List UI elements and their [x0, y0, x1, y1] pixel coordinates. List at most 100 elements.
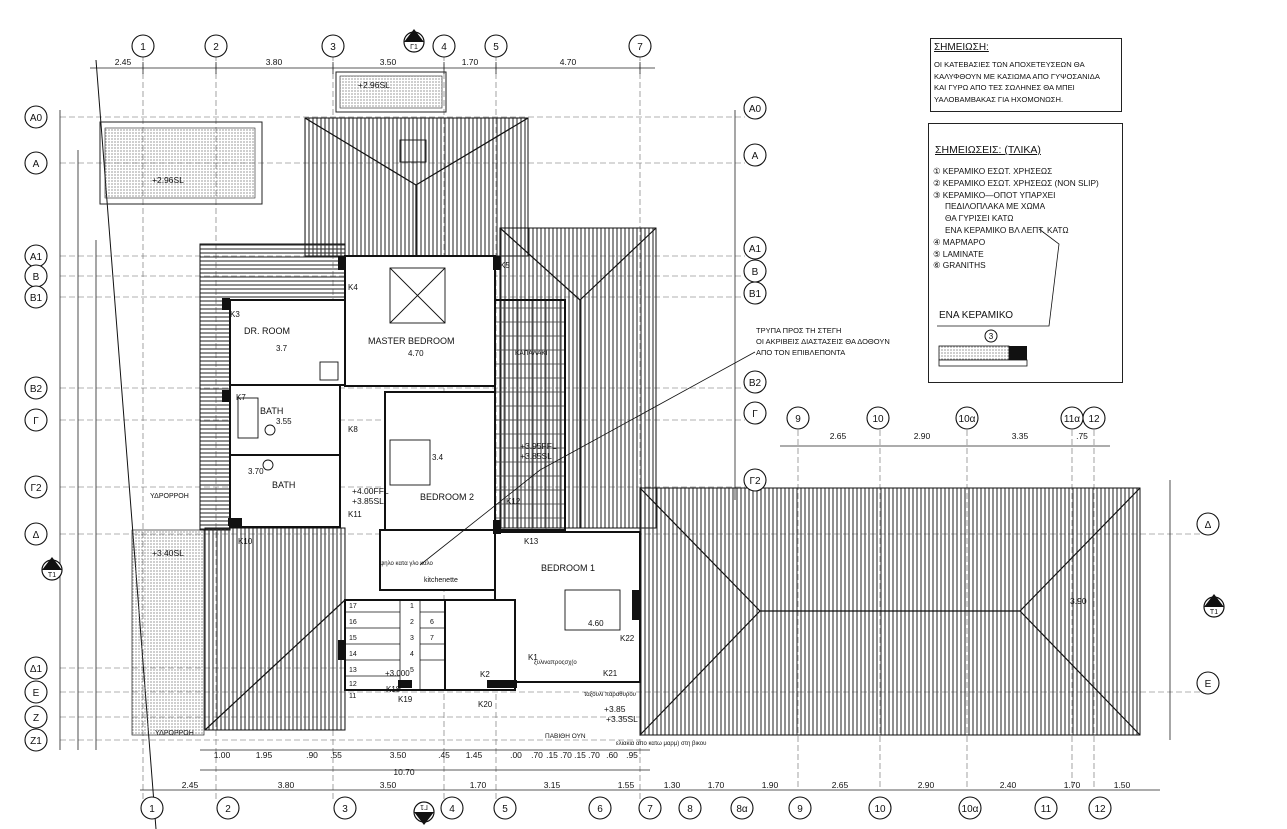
level-label: +3.85 — [604, 704, 626, 714]
stair-number: 6 — [430, 619, 434, 626]
section-marker-top: Γ1 — [403, 29, 425, 53]
svg-text:11α: 11α — [1064, 414, 1080, 425]
roof-note-line: ΤΡΥΠΑ ΠΡΟΣ ΤΗ ΣΤΕΓΗ — [756, 326, 841, 335]
dimension-label: .95 — [626, 750, 638, 760]
row-bubble-left: Γ — [24, 408, 48, 432]
legend-item: ΠΕΔΙΛΟΠΛΑΚΑ ΜΕ ΧΩΜΑ — [945, 201, 1046, 212]
svg-text:A: A — [33, 159, 40, 170]
note-line: ΚΑΛΥΦΘΟΥΝ ΜΕ ΚΑΣΙΩΜΑ ΑΠΟ ΓΥΨΟΣΑΝΙΔΑ — [934, 71, 1100, 81]
svg-text:8: 8 — [687, 804, 693, 815]
svg-text:A1: A1 — [749, 244, 762, 255]
room-label-master: MASTER BEDROOM — [368, 336, 455, 346]
level-label: +3.35SL — [606, 714, 638, 724]
dimension-label: 2.65 — [830, 431, 847, 441]
row-bubble-right: B — [743, 259, 767, 283]
window-note: ξυλιναπροςσχ(ο — [534, 660, 577, 666]
legend-title: ΣΗΜΕΙΩΣΕΙΣ: (ΤΛΙΚΑ) — [935, 144, 1041, 156]
dimension-label: 1.45 — [466, 750, 483, 760]
stair-number: 17 — [349, 603, 357, 610]
wall-tag: K18 — [386, 685, 401, 694]
svg-text:B: B — [33, 272, 40, 283]
wall-tag: K19 — [398, 695, 413, 704]
wall-tag: K5 — [500, 261, 510, 270]
room-dim-bath2: 3.70 — [248, 467, 264, 476]
materials-legend: ΣΗΜΕΙΩΣΕΙΣ: (ΤΛΙΚΑ) ① ΚΕΡΑΜΙΚΟ ΕΣΩΤ. ΧΡΗ… — [928, 123, 1123, 383]
svg-text:8α: 8α — [736, 804, 748, 815]
grid-bubble-top: 3 — [321, 34, 345, 58]
legend-item: ΕΝΑ ΚΕΡΑΜΙΚΟ ΒΛ ΛΕΠΤ. ΚΑΤΩ — [945, 224, 1069, 235]
note-box: ΣΗΜΕΙΩΣΗ: ΟΙ ΚΑΤΕΒΑΣΙΕΣ ΤΩΝ ΑΠΟΧΕΤΕΥΣΕΩΝ… — [930, 38, 1122, 112]
dimension-label: 2.90 — [918, 780, 935, 790]
roof-note-line: ΟΙ ΑΚΡΙΒΕΙΣ ΔΙΑΣΤΑΣΕΙΣ ΘΑ ΔΟΘΟΥΝ — [756, 337, 890, 346]
svg-text:Γ1: Γ1 — [410, 44, 418, 51]
dimension-label: 1.55 — [618, 780, 635, 790]
row-bubble-right: Γ — [743, 401, 767, 425]
dimension-label: 2.45 — [115, 57, 132, 67]
svg-text:12: 12 — [1088, 414, 1100, 425]
bottom-note: ΠΑΒΙΘΗ ΟΥΝ — [545, 733, 586, 740]
level-label: +2.96SL — [152, 175, 184, 185]
wall-tag: K20 — [478, 700, 493, 709]
legend-item: ① ΚΕΡΑΜΙΚΟ ΕΣΩΤ. ΧΡΗΣΕΩΣ — [933, 166, 1053, 176]
svg-text:6: 6 — [597, 804, 603, 815]
stair-number: 3 — [410, 635, 414, 642]
dimension-label: 1.95 — [256, 750, 273, 760]
svg-text:1: 1 — [149, 804, 155, 815]
dimension-label: 1.70 — [462, 57, 479, 67]
dimension-label: 1.70 — [1064, 780, 1081, 790]
room-label-bedroom1: BEDROOM 1 — [541, 563, 595, 573]
bottom-note: ελιακια απο κατω μαρμ) στη βικου — [616, 741, 706, 747]
svg-text:2: 2 — [213, 42, 219, 53]
stair-number: 2 — [410, 619, 414, 626]
wall-tag: K21 — [603, 669, 618, 678]
row-bubble-right: A — [743, 143, 767, 167]
svg-text:Τ1: Τ1 — [1210, 609, 1218, 616]
dimension-label: 3.50 — [380, 57, 397, 67]
wall-tag: K11 — [348, 510, 362, 519]
stair-number: 15 — [349, 635, 357, 642]
svg-text:3: 3 — [342, 804, 348, 815]
room-label-kitchenette: kitchenette — [424, 577, 458, 584]
legend-item: ⑥ GRANITHS — [933, 260, 986, 271]
dimension-label: 1.70 — [470, 780, 487, 790]
grid-bubble-bottom: 6 — [588, 796, 612, 820]
grid-bubble-bottom: 11 — [1034, 796, 1058, 820]
row-bubble-left: E — [24, 680, 48, 704]
gutter-label: ΥΔΡΟΡΡΟΗ — [150, 493, 189, 500]
wall-tag: K10 — [238, 537, 253, 546]
grid-bubble-right: 10α — [955, 406, 979, 430]
level-label: 3.90 — [1070, 596, 1087, 606]
svg-text:B: B — [752, 267, 759, 278]
level-label: +3.85SL — [352, 496, 384, 506]
wall-tag: K4 — [348, 283, 358, 292]
grid-bubble-bottom: 1 — [140, 796, 164, 820]
stair-number: 13 — [349, 667, 357, 674]
svg-text:5: 5 — [502, 804, 508, 815]
svg-text:4: 4 — [441, 42, 447, 53]
room-dim-dr: 3.7 — [276, 344, 288, 353]
grid-bubble-bottom: 12 — [1088, 796, 1112, 820]
level-label: +4.00FFL — [352, 486, 389, 496]
legend-item: ΘΑ ΓΥΡΙΣΕΙ ΚΑΤΩ — [945, 213, 1014, 224]
note-line: ΥΑΛΟΒΑΜΒΑΚΑΣ ΓΙΑ ΗΧΟΜΟΝΩΣΗ. — [934, 94, 1064, 104]
wall-tag: K8 — [348, 425, 358, 434]
row-bubble-right: B1 — [743, 281, 767, 305]
grid-bubble-bottom: 10 — [868, 796, 892, 820]
room-label-bath1: BATH — [260, 406, 283, 416]
svg-text:7: 7 — [647, 804, 653, 815]
room-dim-master: 4.70 — [408, 349, 424, 358]
svg-text:11: 11 — [1041, 804, 1052, 815]
svg-text:4: 4 — [449, 804, 455, 815]
legend-detail-label: ΕΝΑ ΚΕΡΑΜΙΚΟ — [939, 310, 1013, 321]
row-bubble-right: A1 — [743, 236, 767, 260]
grid-bubble-right: 9 — [786, 406, 810, 430]
legend-item: ④ ΜΑΡΜΑΡΟ — [933, 236, 986, 247]
room-dim-bedroom2: 3.4 — [432, 453, 444, 462]
level-label: +3.85SL — [520, 451, 552, 461]
legend-item: ⑤ LAMINATE — [933, 248, 984, 259]
row-bubble-left: Δ — [24, 522, 48, 546]
svg-text:Δ: Δ — [1205, 520, 1212, 531]
stair-number: 7 — [430, 635, 434, 642]
svg-text:9: 9 — [795, 414, 801, 425]
svg-text:12: 12 — [1094, 804, 1106, 815]
